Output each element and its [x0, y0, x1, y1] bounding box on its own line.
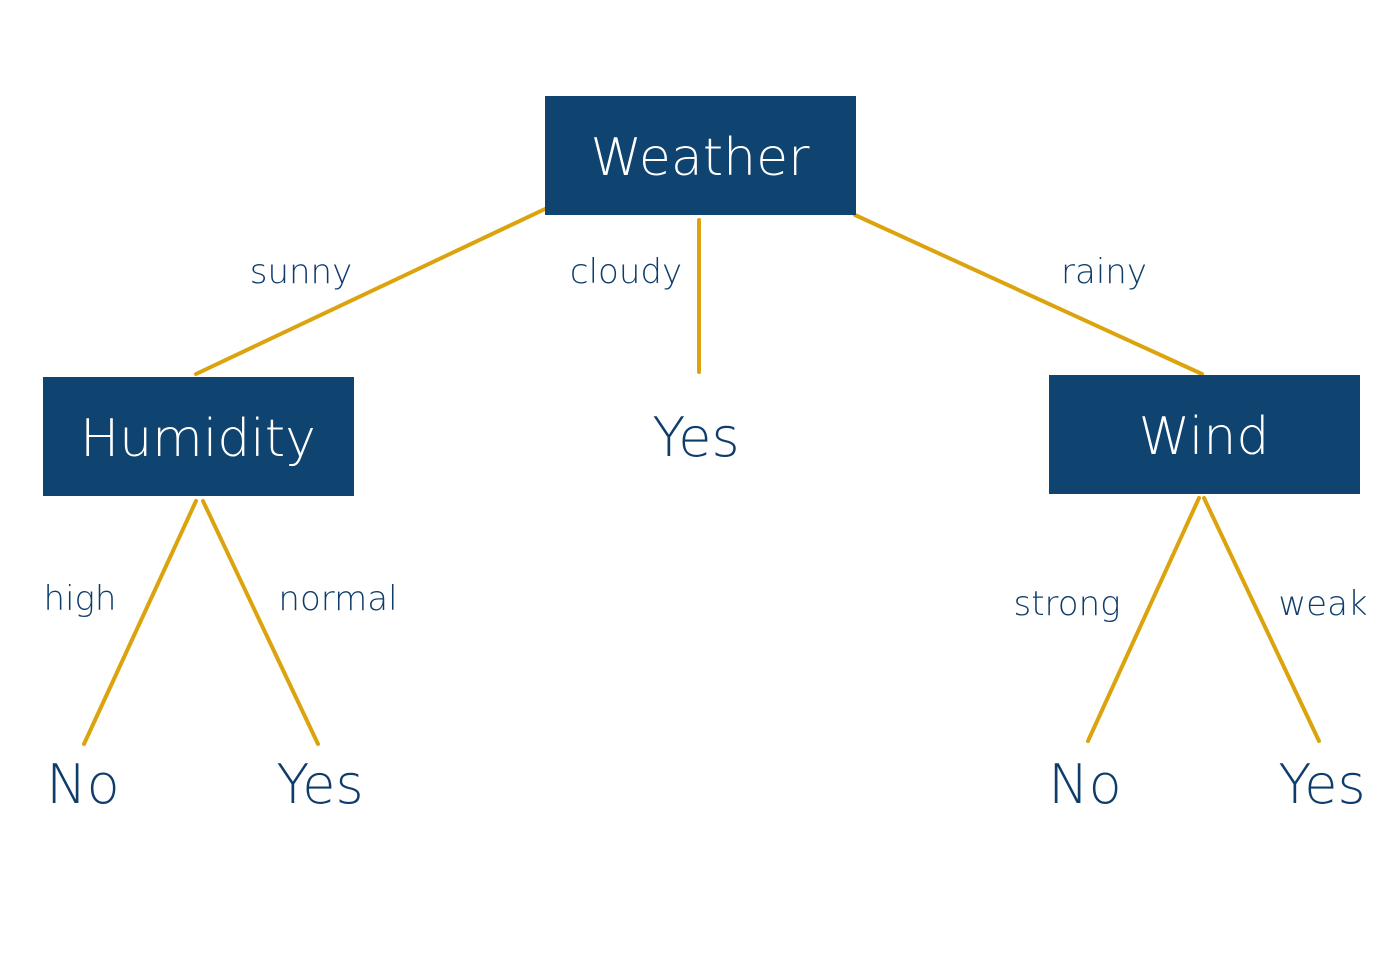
edge-label-weak: weak — [1278, 584, 1367, 624]
node-weather-box — [545, 96, 856, 215]
edge-weather-rainy — [853, 213, 1204, 376]
edge-wind-strong — [1086, 496, 1201, 743]
node-wind: Wind — [1049, 375, 1360, 494]
edge-label-cloudy: cloudy — [570, 252, 682, 292]
edge-humidity-normal — [201, 499, 320, 746]
edges — [82, 207, 1321, 746]
edge-label-rainy: rainy — [1061, 252, 1147, 292]
edge-label-sunny: sunny — [250, 252, 352, 292]
edge-label-normal: normal — [278, 579, 397, 619]
leaf-high-no: No — [46, 753, 119, 816]
node-humidity: Humidity — [43, 377, 354, 496]
edge-label-strong: strong — [1013, 584, 1120, 624]
leaf-weak-yes: Yes — [1278, 753, 1365, 816]
node-humidity-box — [43, 377, 354, 496]
edge-labels: sunny cloudy rainy high normal strong we… — [44, 252, 1368, 624]
edge-weather-sunny — [194, 207, 547, 376]
node-humidity-label: Humidity — [80, 409, 316, 469]
leaf-strong-no: No — [1048, 753, 1121, 816]
leaves: Yes No Yes No Yes — [46, 406, 1365, 816]
node-weather: Weather — [545, 96, 856, 215]
leaf-cloudy-yes: Yes — [652, 406, 739, 469]
edge-label-high: high — [44, 579, 117, 619]
node-wind-label: Wind — [1139, 407, 1270, 467]
edge-wind-weak — [1202, 496, 1321, 743]
node-weather-label: Weather — [591, 128, 811, 188]
node-wind-box — [1049, 375, 1360, 494]
edge-humidity-high — [82, 499, 198, 746]
leaf-normal-yes: Yes — [276, 753, 363, 816]
